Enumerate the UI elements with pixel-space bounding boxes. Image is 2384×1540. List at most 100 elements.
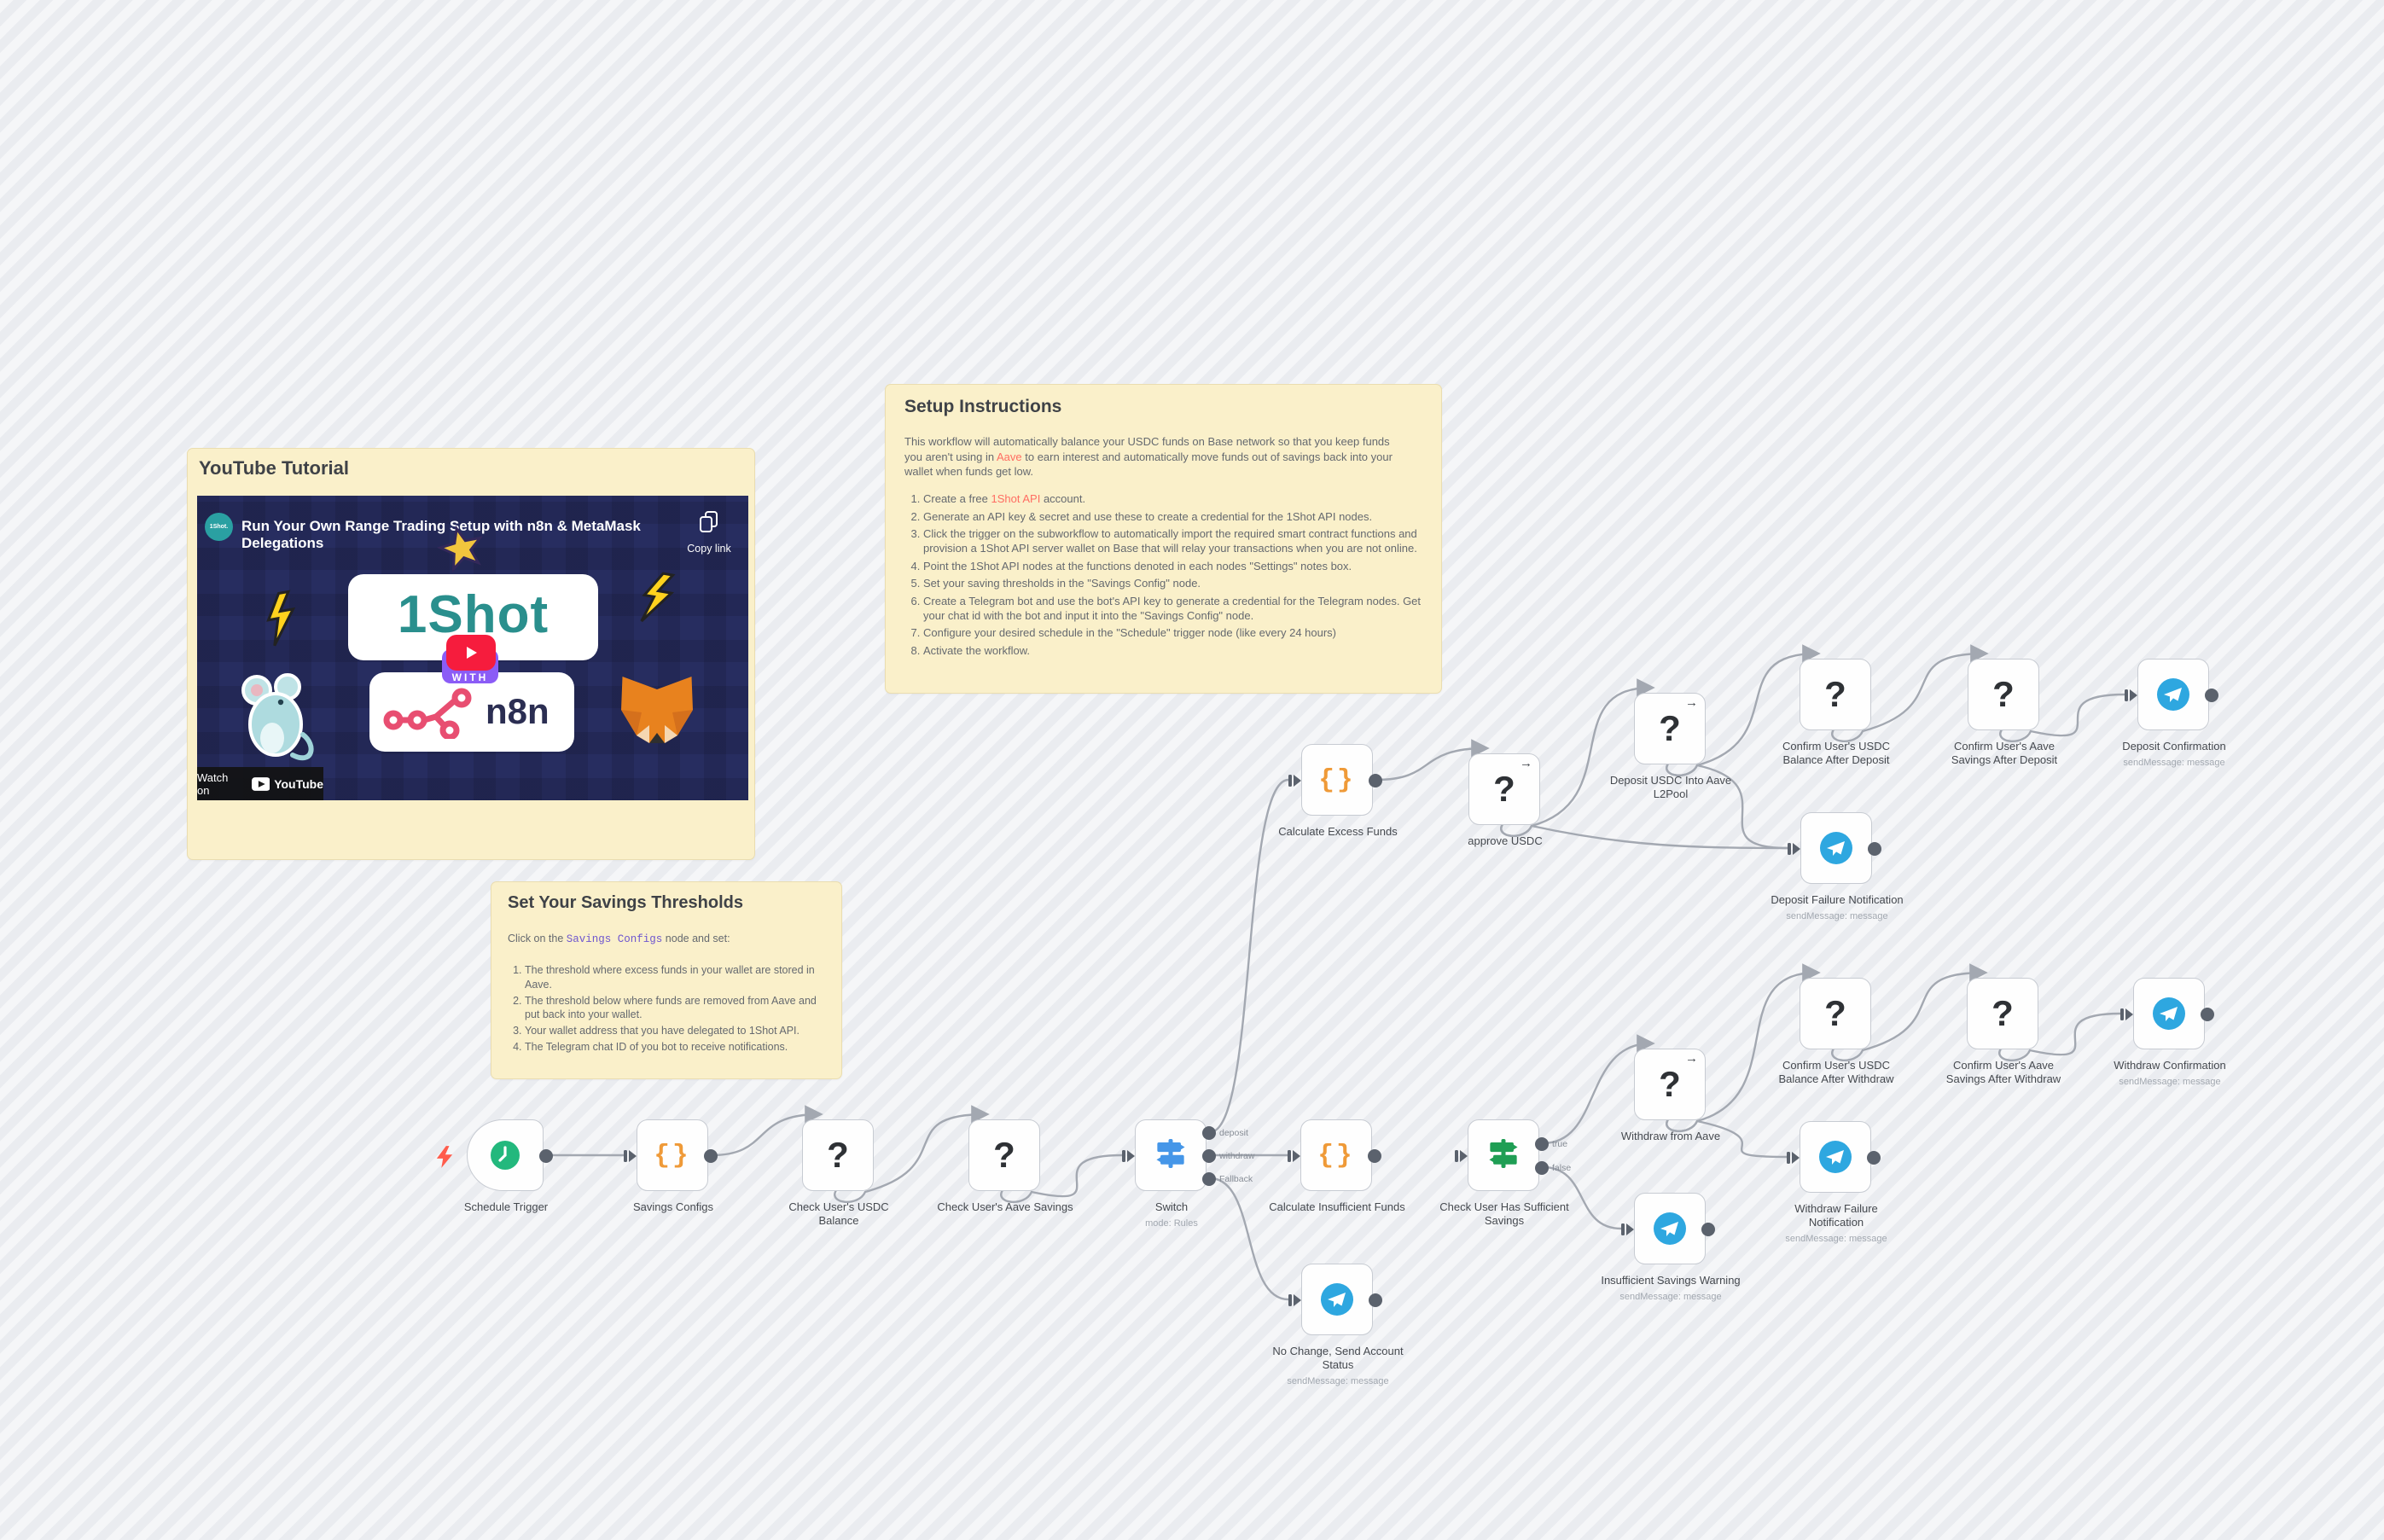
output-port[interactable] — [1701, 1223, 1715, 1236]
output-port[interactable] — [704, 1149, 718, 1163]
copy-link-label: Copy link — [687, 543, 731, 555]
node-checkAave[interactable]: ?Check User's Aave Savings — [937, 1119, 1073, 1213]
output-port[interactable] — [2205, 689, 2218, 702]
input-port[interactable] — [1788, 842, 1800, 860]
question-mark-icon: ? — [1824, 674, 1846, 714]
list-item: Point the 1Shot API nodes at the functio… — [923, 559, 1427, 573]
text-segment: This workflow will automatically balance… — [904, 435, 1390, 463]
input-port[interactable] — [624, 1149, 637, 1167]
setup-intro-text: This workflow will automatically balance… — [904, 434, 1395, 479]
connection-edge — [1998, 1012, 2122, 1062]
output-port[interactable] — [1369, 1293, 1382, 1307]
connection-edge — [834, 1105, 990, 1204]
connection-edge — [1831, 963, 1988, 1062]
connection-edge — [1500, 822, 1789, 850]
youtube-play-badge — [251, 776, 270, 791]
output-port-label: deposit — [1219, 1128, 1248, 1138]
inline-link[interactable]: 1Shot API — [991, 492, 1041, 505]
node-confirmAaveDep[interactable]: ?Confirm User's Aave Savings After Depos… — [1951, 659, 2057, 766]
sticky-note-savings-thresholds[interactable]: Set Your Savings Thresholds Click on the… — [491, 881, 842, 1079]
output-port[interactable] — [1535, 1137, 1549, 1151]
list-item: Generate an API key & secret and use the… — [923, 509, 1427, 524]
input-port[interactable] — [1122, 1149, 1135, 1167]
brand-n8n-label: n8n — [486, 691, 549, 731]
connection-edge — [1208, 778, 1290, 1134]
text-segment: Your wallet address that you have delega… — [525, 1025, 800, 1037]
youtube-embed[interactable]: 1Shot. Run Your Own Range Trading Setup … — [197, 496, 748, 800]
output-port[interactable] — [1202, 1126, 1216, 1140]
subworkflow-arrow-icon: → — [1685, 695, 1698, 710]
connection-edge — [1666, 762, 1789, 850]
node-schedule[interactable]: Schedule Trigger — [436, 1119, 553, 1213]
text-segment: Click the trigger on the subworkflow to … — [923, 527, 1417, 555]
subworkflow-arrow-icon: → — [1685, 1051, 1698, 1066]
text-segment: node and set: — [662, 933, 730, 944]
connection-edge — [1541, 1165, 1623, 1230]
code-icon: {} — [1317, 1140, 1355, 1171]
node-withdrawAave[interactable]: ?→Withdraw from Aave — [1621, 1049, 1720, 1142]
node-confirmAaveWith[interactable]: ?Confirm User's Aave Savings After Withd… — [1946, 978, 2061, 1085]
output-port[interactable] — [1368, 1149, 1381, 1163]
node-label: Calculate Insufficient Funds — [1269, 1200, 1405, 1213]
channel-avatar[interactable]: 1Shot. — [205, 513, 233, 541]
question-mark-icon: ? — [1824, 993, 1846, 1033]
input-port[interactable] — [2120, 1008, 2133, 1026]
output-port[interactable] — [1202, 1172, 1216, 1186]
node-confirmUSDCWith[interactable]: ?Confirm User's USDC Balance After Withd… — [1778, 978, 1894, 1085]
output-port[interactable] — [1867, 1151, 1881, 1165]
node-confirmUSDCDep[interactable]: ?Confirm User's USDC Balance After Depos… — [1782, 659, 1890, 766]
output-port[interactable] — [1868, 842, 1881, 856]
play-button[interactable] — [446, 635, 496, 671]
node-sublabel: mode: Rules — [1145, 1218, 1198, 1229]
output-port[interactable] — [2201, 1008, 2214, 1021]
video-title[interactable]: Run Your Own Range Trading Setup with n8… — [241, 518, 641, 551]
watch-on-youtube[interactable]: Watch on YouTube — [197, 767, 323, 800]
setup-steps-list: Create a free 1Shot API account.Generate… — [904, 491, 1427, 660]
input-port[interactable] — [1288, 1293, 1301, 1311]
input-port[interactable] — [1288, 774, 1301, 792]
output-port[interactable] — [539, 1149, 553, 1163]
node-depositUSDC[interactable]: ?→Deposit USDC Into Aave L2Pool — [1610, 693, 1731, 800]
switch-icon — [1153, 1136, 1189, 1176]
execute-workflow-bolt-icon[interactable] — [435, 1146, 454, 1172]
node-sublabel: sendMessage: message — [1785, 1234, 1887, 1244]
node-sublabel: sendMessage: message — [1786, 911, 1888, 921]
input-port[interactable] — [1288, 1149, 1300, 1167]
copy-icon — [700, 511, 718, 532]
text-segment: The threshold where excess funds in your… — [525, 964, 815, 991]
connection-edge — [1541, 1034, 1655, 1145]
sticky-note-setup-instructions[interactable]: Setup Instructions This workflow will au… — [885, 384, 1442, 694]
sticky-note-youtube-tutorial[interactable]: YouTube Tutorial 1Shot. Run Your Own Ran… — [187, 448, 755, 860]
output-port[interactable] — [1202, 1149, 1216, 1163]
telegram-icon — [1819, 1141, 1852, 1173]
copy-link-button[interactable]: Copy link — [675, 511, 743, 555]
mouse-character — [241, 673, 314, 761]
inline-link[interactable]: Aave — [997, 450, 1022, 463]
node-sublabel: sendMessage: message — [2123, 758, 2225, 768]
output-port[interactable] — [1535, 1161, 1549, 1175]
node-approve[interactable]: ?→approve USDC — [1468, 753, 1543, 847]
output-port[interactable] — [1369, 774, 1382, 787]
node-calcExcess[interactable]: {}Calculate Excess Funds — [1278, 744, 1398, 838]
input-port[interactable] — [2125, 689, 2137, 706]
input-port[interactable] — [1621, 1223, 1634, 1241]
clock-icon — [491, 1141, 520, 1170]
input-port[interactable] — [1787, 1151, 1800, 1169]
node-label: Confirm User's Aave Savings After Withdr… — [1945, 1059, 2061, 1085]
input-port[interactable] — [1455, 1149, 1468, 1167]
node-checkUSDC[interactable]: ?Check User's USDC Balance — [788, 1119, 889, 1227]
node-calcInsuf[interactable]: {} Calculate Insufficient Funds — [1269, 1119, 1405, 1213]
node-savings[interactable]: {}Savings Configs — [624, 1119, 718, 1213]
node-sublabel: sendMessage: message — [1287, 1376, 1389, 1386]
node-label: Check User's USDC Balance — [788, 1200, 889, 1227]
